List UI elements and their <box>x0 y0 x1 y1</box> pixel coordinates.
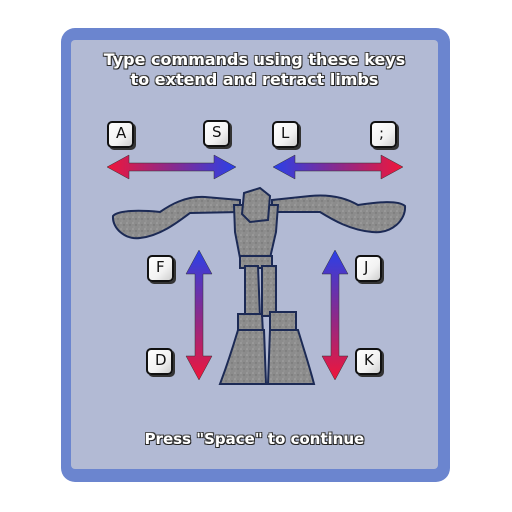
key-a: A <box>107 121 134 148</box>
right-leg-double-arrow-icon <box>321 249 349 381</box>
continue-prompt: Press "Space" to continue <box>144 430 365 448</box>
key-l: L <box>272 121 299 148</box>
key-f: F <box>147 255 174 282</box>
key-s: S <box>203 120 230 147</box>
key-d: D <box>146 348 173 375</box>
key-k: K <box>355 348 382 375</box>
key-semicolon: ; <box>370 121 397 148</box>
left-arm-double-arrow-icon <box>106 154 237 180</box>
key-j: J <box>355 255 382 282</box>
instructions-line-1: Type commands using these keys <box>103 50 406 69</box>
left-leg-double-arrow-icon <box>185 249 213 381</box>
instructions-title: Type commands using these keys to extend… <box>71 50 438 90</box>
instructions-line-2: to extend and retract limbs <box>130 70 379 89</box>
robot-figure-icon <box>111 186 407 385</box>
right-arm-double-arrow-icon <box>272 154 404 180</box>
